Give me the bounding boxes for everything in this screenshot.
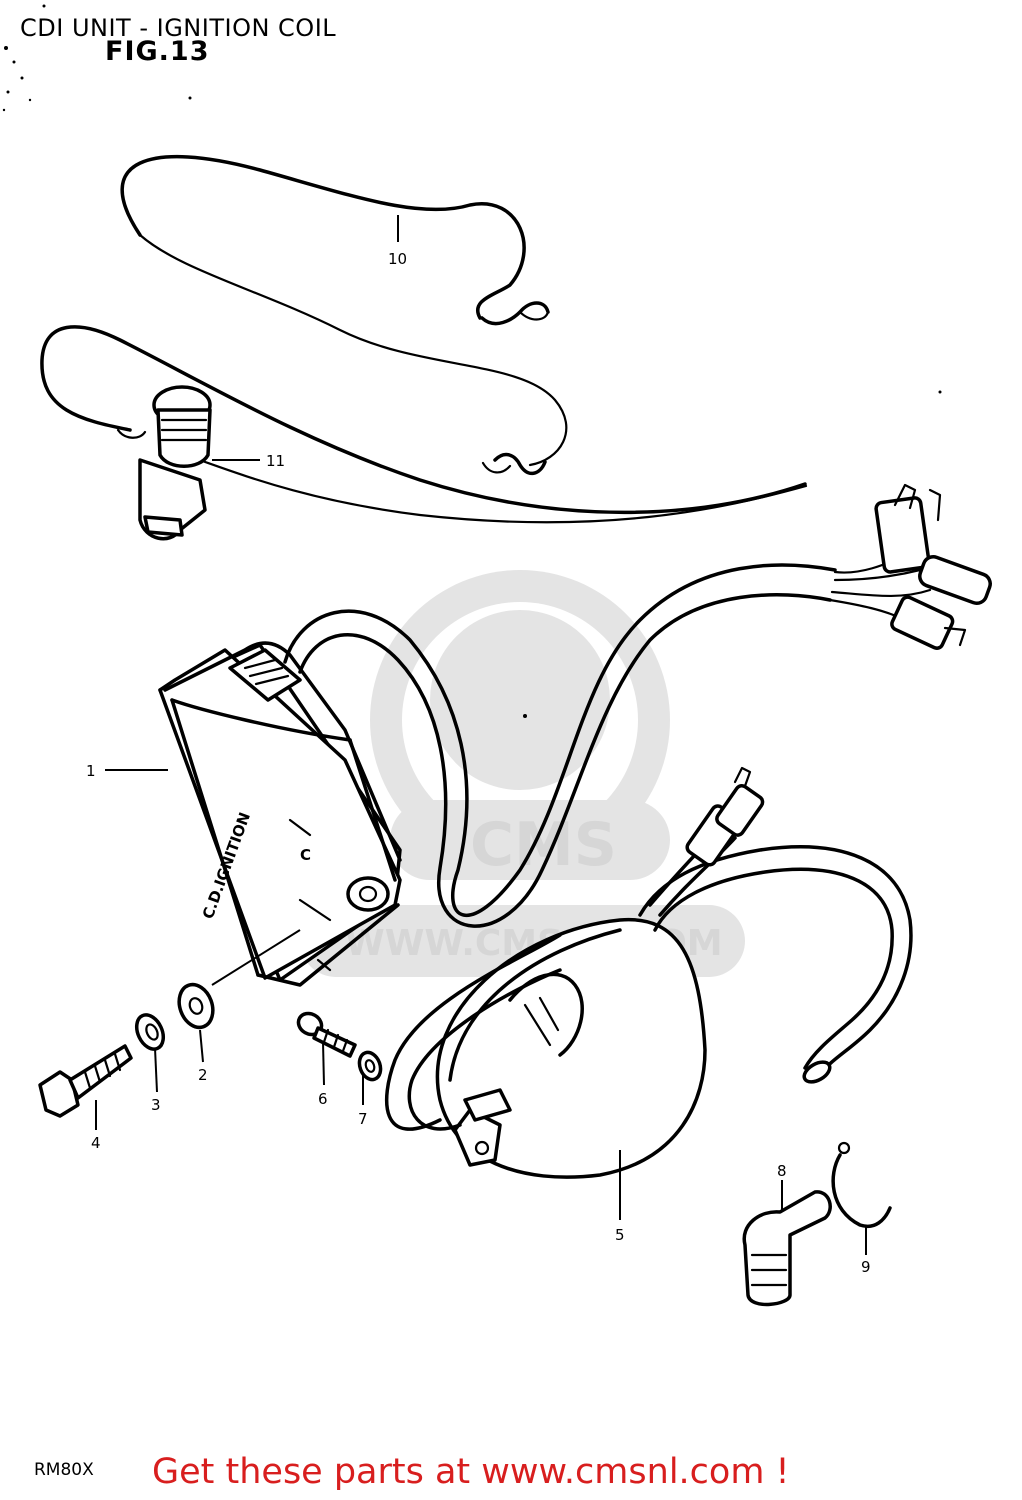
callout-7: 7 (358, 1110, 368, 1128)
page-title: CDI UNIT - IGNITION COIL (20, 14, 337, 42)
part-1-cdi-unit[interactable]: C.D.IGNITION C (158, 641, 402, 987)
callout-8: 8 (777, 1162, 787, 1180)
callout-labels: 1 2 3 4 5 6 7 8 9 10 11 (86, 250, 871, 1276)
part-5-ignition-coil[interactable] (384, 766, 913, 1179)
callout-2: 2 (198, 1066, 208, 1084)
leader-lines (95, 215, 867, 1255)
callout-6: 6 (318, 1090, 328, 1108)
scan-specks (2, 4, 942, 718)
callout-1: 1 (86, 762, 96, 780)
part-2-washer[interactable] (173, 980, 218, 1032)
callout-4: 4 (91, 1134, 101, 1152)
callout-10: 10 (388, 250, 407, 268)
part-3-spring-washer[interactable] (132, 1011, 169, 1054)
footer-parts-link[interactable]: Get these parts at www.cmsnl.com ! (152, 1452, 790, 1492)
part-8-plug-cap[interactable] (742, 1190, 832, 1307)
part-7-washer[interactable] (356, 1049, 384, 1082)
part-6-screw[interactable] (295, 1009, 357, 1058)
callout-3: 3 (151, 1096, 161, 1114)
callout-11: 11 (266, 452, 285, 470)
part-9-clip[interactable] (831, 1141, 892, 1228)
part-11-switch[interactable] (40, 325, 808, 541)
cdi-harness (283, 483, 992, 928)
model-code: RM80X (34, 1460, 94, 1480)
figure-number: FIG.13 (105, 36, 210, 67)
callout-5: 5 (615, 1226, 625, 1244)
part-4-bolt[interactable] (38, 1044, 133, 1118)
callout-9: 9 (861, 1258, 871, 1276)
cdi-unit-side-label: C (300, 846, 311, 864)
part-10-wire[interactable] (120, 154, 568, 475)
